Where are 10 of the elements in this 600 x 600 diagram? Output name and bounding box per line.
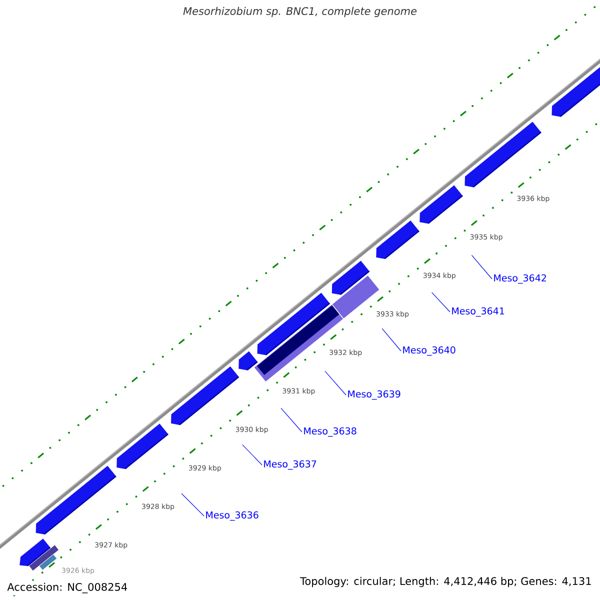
gene-label: Meso_3637: [264, 460, 316, 470]
title: Mesorhizobium sp. BNC1, complete genome: [183, 6, 417, 18]
footer-text: Accession: NC_008254: [7, 582, 128, 594]
gene-label: Meso_3641: [452, 307, 504, 317]
footer-text: Topology: circular; Length: 4,412,446 bp; Genes: 4,131: [300, 576, 591, 588]
gene-label: Meso_3638: [304, 427, 356, 437]
gene-label: Meso_3640: [403, 346, 456, 356]
gene-label: Meso_3642: [494, 274, 546, 284]
gene-label: Meso_3639: [348, 390, 400, 400]
gene-label: Meso_3636: [206, 511, 258, 521]
